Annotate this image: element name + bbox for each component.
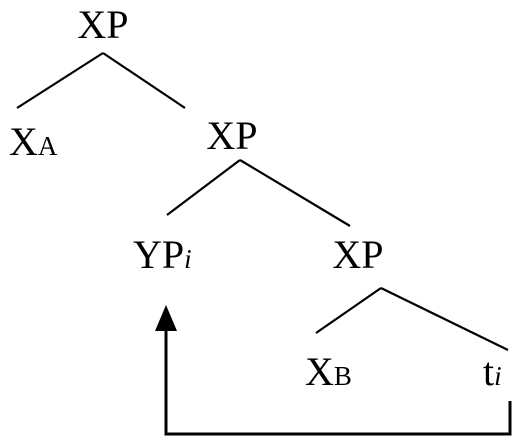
tree-branches bbox=[16, 52, 509, 351]
node-xp-level3-label: XP bbox=[332, 232, 383, 277]
node-xp-level2: XP bbox=[206, 113, 257, 158]
node-trace-base: t bbox=[483, 349, 494, 394]
node-xa-subscript: A bbox=[38, 131, 58, 161]
node-xb: XB bbox=[305, 349, 352, 394]
node-root-xp: XP bbox=[77, 2, 128, 47]
node-xb-base: X bbox=[305, 349, 334, 394]
node-xb-subscript: B bbox=[334, 361, 352, 391]
node-ypi-index: i bbox=[184, 244, 192, 274]
branch-xp-level2-to-ypi bbox=[166, 159, 241, 216]
node-ypi-base: YP bbox=[133, 232, 184, 277]
branch-root-to-xa bbox=[16, 52, 104, 109]
node-root-label: XP bbox=[77, 2, 128, 47]
branch-xp-level3-to-trace bbox=[380, 287, 509, 351]
node-ypi: YPi bbox=[133, 232, 192, 277]
branch-root-to-xp-level2 bbox=[102, 52, 186, 109]
node-trace-index: i bbox=[494, 361, 502, 391]
branch-xp-level2-to-xp-level3 bbox=[239, 159, 351, 227]
movement-arrow bbox=[155, 305, 512, 436]
node-trace: ti bbox=[483, 349, 502, 394]
movement-arrow-head bbox=[155, 305, 177, 331]
node-xp-level3: XP bbox=[332, 232, 383, 277]
branch-xp-level3-to-xb bbox=[315, 287, 382, 334]
node-xa: XA bbox=[9, 119, 58, 164]
node-xa-base: X bbox=[9, 119, 38, 164]
movement-arrow-path bbox=[164, 328, 512, 436]
node-xp-level2-label: XP bbox=[206, 113, 257, 158]
